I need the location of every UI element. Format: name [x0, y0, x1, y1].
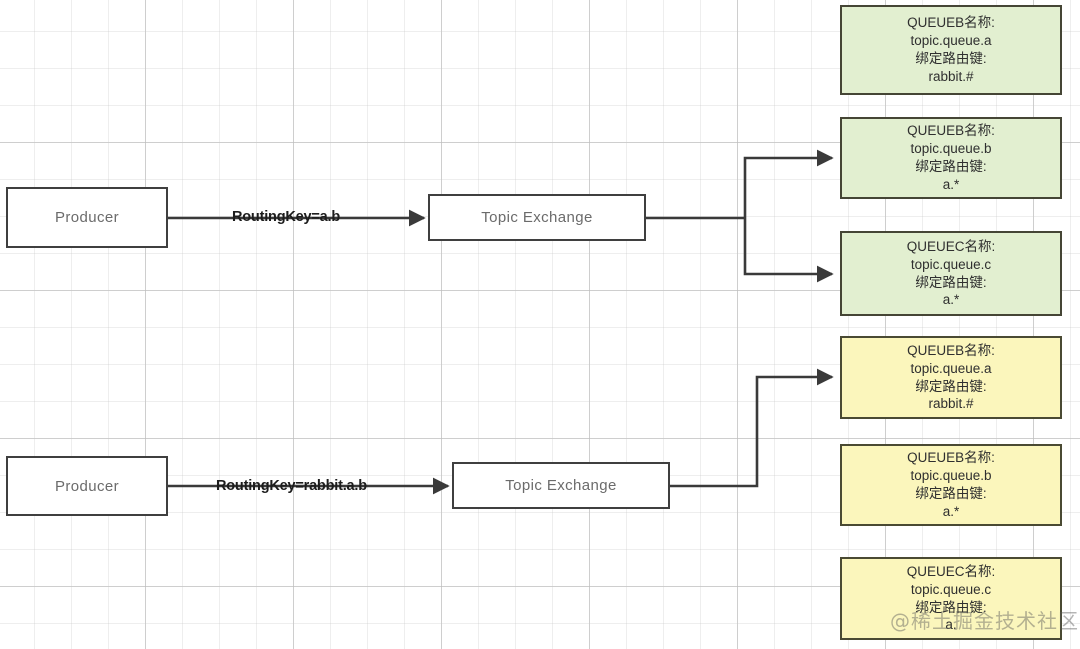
routing-key-label-2: RoutingKey=rabbit.a.b [216, 478, 367, 494]
queue-routing-key-line: a.* [942, 503, 960, 519]
queue-id-line: topic.queue.b [910, 468, 992, 484]
queue-id-line: topic.queue.c [910, 581, 992, 597]
producer-label-2: Producer [54, 477, 120, 495]
queue-box-yellow-1[interactable]: QUEUEB名称: topic.queue.a 绑定路由键: rabbit.# [840, 336, 1062, 419]
queue-name-line: QUEUEB名称: [907, 342, 995, 358]
routing-key-label-1: RoutingKey=a.b [232, 209, 340, 225]
topic-exchange-box-2[interactable]: Topic Exchange [452, 462, 670, 509]
queue-binding-line: 绑定路由键: [915, 159, 987, 174]
queue-id-line: topic.queue.b [910, 141, 992, 157]
wire-exchange1-to-green-queue-c [743, 218, 834, 283]
queue-id-line: topic.queue.a [910, 33, 992, 49]
producer-box-1[interactable]: Producer [6, 187, 168, 248]
queue-binding-line: 绑定路由键: [915, 486, 987, 501]
queue-routing-key-line: rabbit.# [928, 396, 974, 412]
queue-box-green-1[interactable]: QUEUEB名称: topic.queue.a 绑定路由键: rabbit.# [840, 5, 1062, 95]
queue-name-line: QUEUEB名称: [907, 123, 995, 139]
topic-exchange-label-1: Topic Exchange [481, 209, 593, 226]
queue-routing-key-line: rabbit.# [928, 68, 974, 84]
queue-binding-line: 绑定路由键: [915, 274, 987, 290]
producer-label-1: Producer [54, 209, 120, 226]
watermark: @稀土掘金技术社区 [890, 609, 1079, 633]
queue-box-yellow-3[interactable]: QUEUEC名称: topic.queue.c 绑定路由键: a. [840, 557, 1062, 640]
queue-id-line: topic.queue.a [910, 360, 992, 376]
queue-name-line: QUEUEB名称: [907, 450, 995, 466]
wire-exchange2-to-yellow-queue-a [670, 368, 834, 488]
queue-id-line: topic.queue.c [910, 256, 992, 272]
queue-name-line: QUEUEC名称: [906, 238, 996, 254]
topic-exchange-label-2: Topic Exchange [505, 477, 617, 494]
queue-binding-line: 绑定路由键: [915, 51, 987, 66]
queue-routing-key-line: a. [945, 617, 957, 633]
queue-routing-key-line: a.* [942, 292, 960, 308]
queue-binding-line: 绑定路由键: [915, 599, 987, 615]
producer-box-2[interactable]: Producer [6, 456, 168, 516]
topic-exchange-box-1[interactable]: Topic Exchange [428, 194, 646, 241]
queue-binding-line: 绑定路由键: [915, 378, 987, 394]
queue-name-line: QUEUEC名称: [906, 563, 996, 579]
queue-box-green-2[interactable]: QUEUEB名称: topic.queue.b 绑定路由键: a.* [840, 117, 1062, 199]
queue-box-green-3[interactable]: QUEUEC名称: topic.queue.c 绑定路由键: a.* [840, 231, 1062, 316]
wire-exchange1-to-green-queue-b [743, 149, 834, 218]
queue-box-yellow-2[interactable]: QUEUEB名称: topic.queue.b 绑定路由键: a.* [840, 444, 1062, 526]
queue-routing-key-line: a.* [942, 176, 960, 192]
queue-name-line: QUEUEB名称: [907, 15, 995, 31]
